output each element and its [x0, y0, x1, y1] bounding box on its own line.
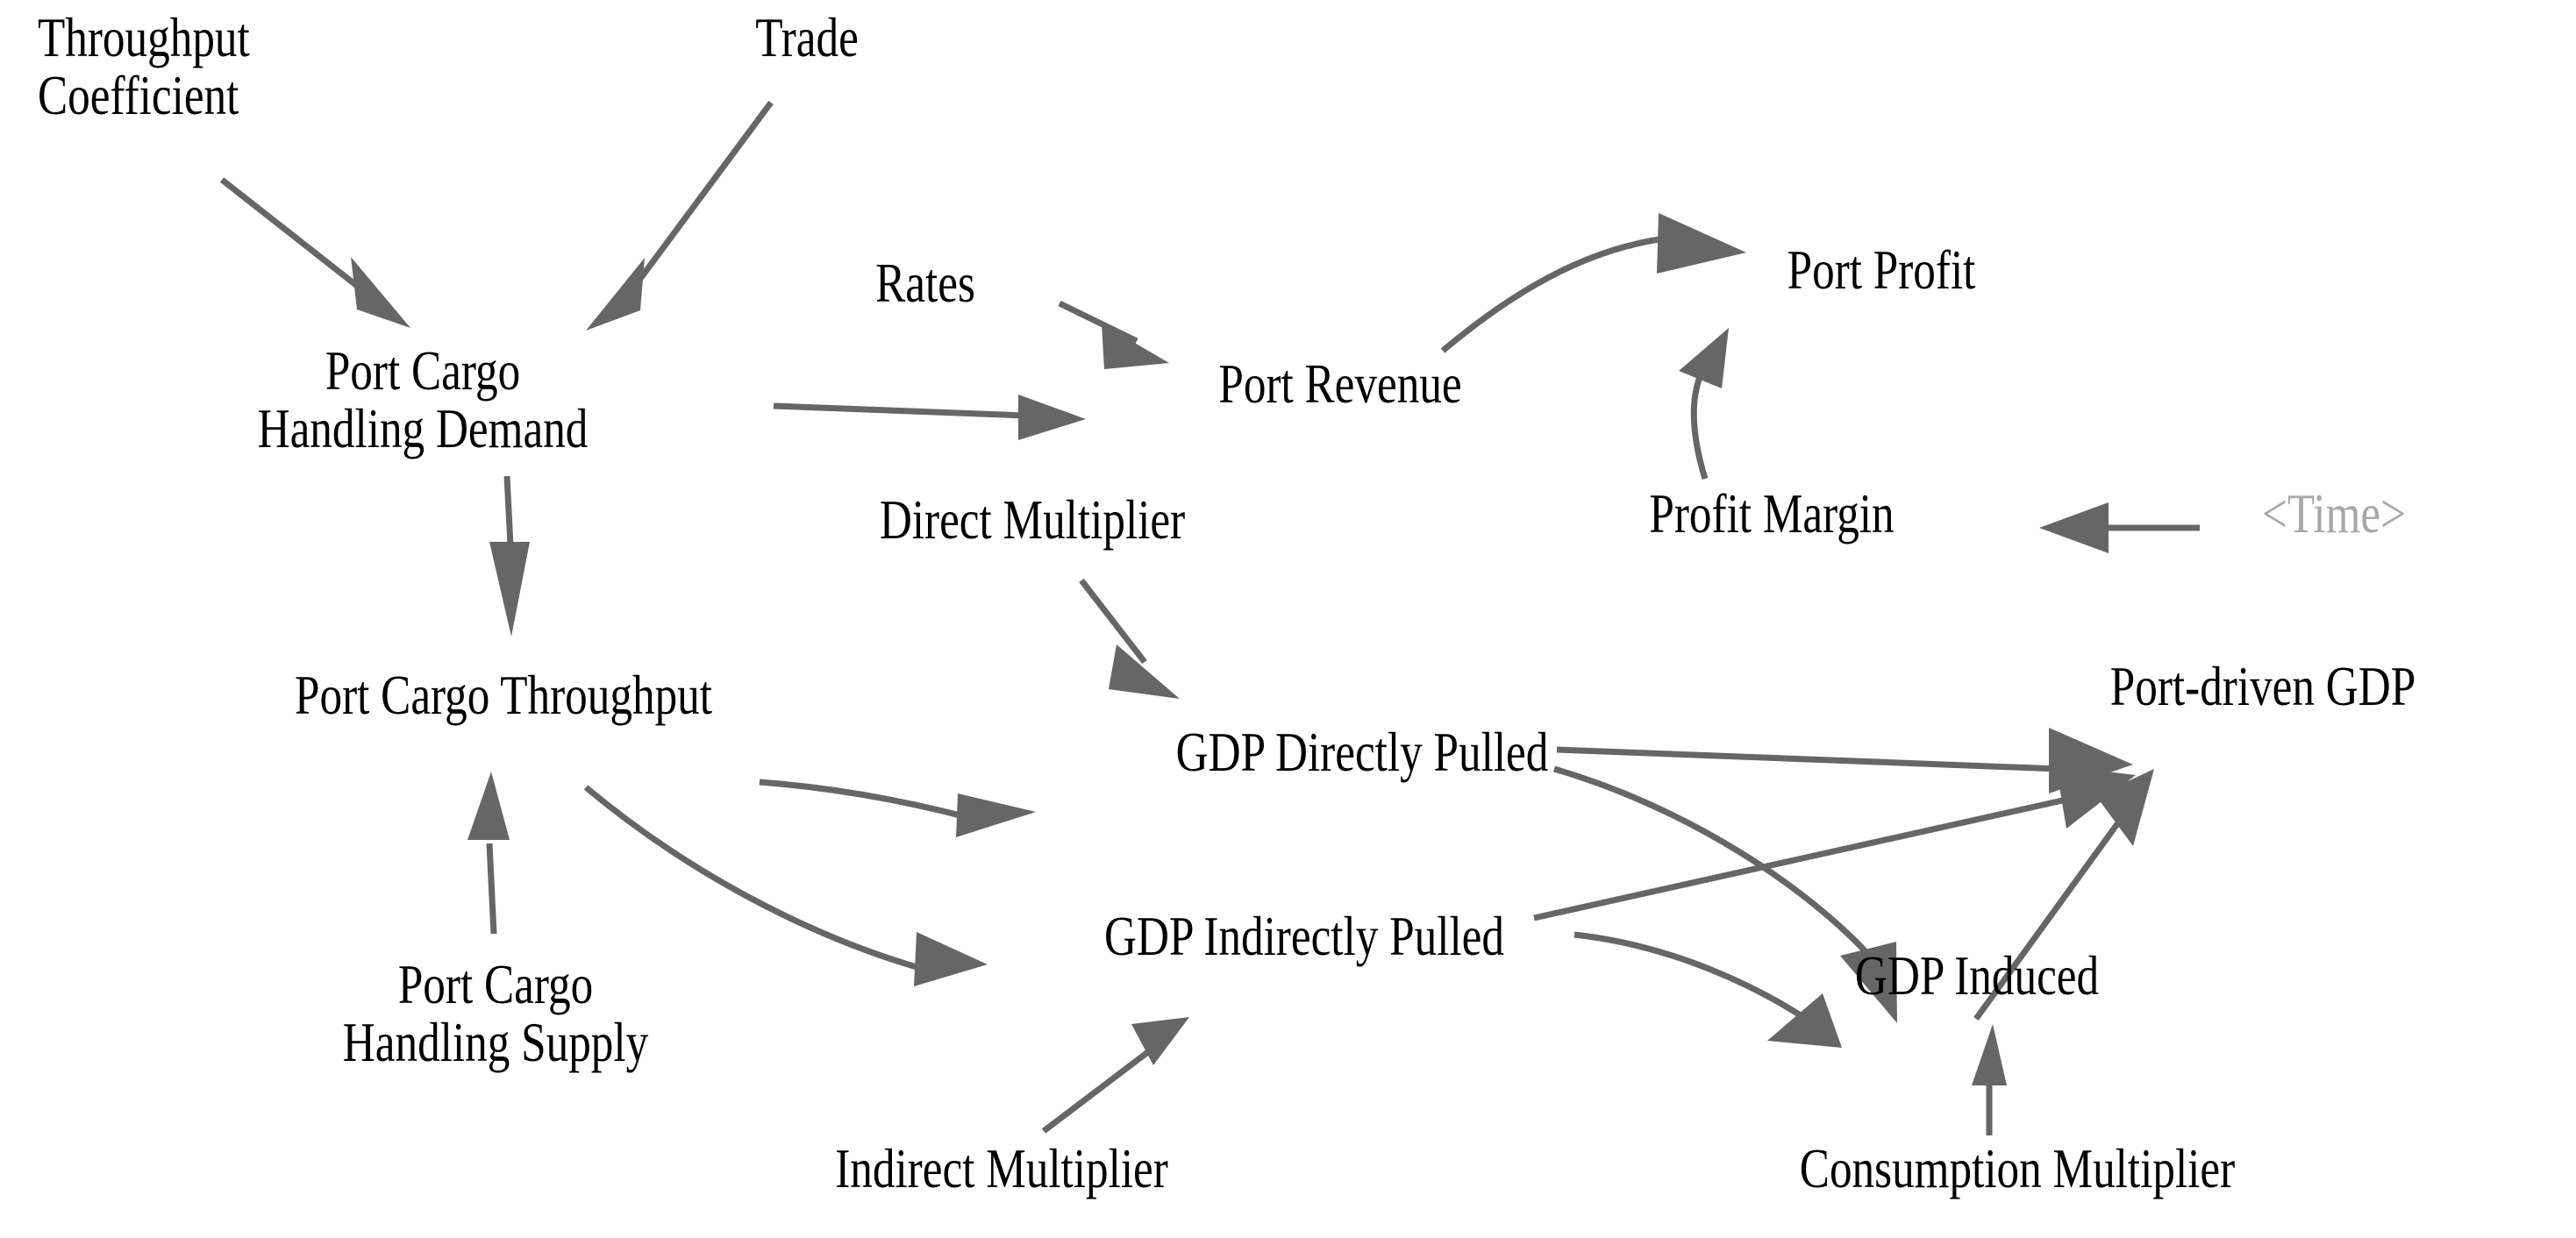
edge-port-revenue-to-port-profit[interactable]: [1440, 213, 1746, 353]
edge-consumption-multiplier-to-gdp-induced[interactable]: [1972, 1024, 2007, 1135]
node-gdp-induced[interactable]: GDP Induced: [1854, 944, 2100, 1007]
node-time-shadow-variable[interactable]: <Time>: [2262, 482, 2406, 544]
edge-rates-to-port-revenue[interactable]: [1058, 300, 1169, 369]
node-port-driven-gdp[interactable]: Port-driven GDP: [2109, 655, 2416, 717]
node-rates[interactable]: Rates: [875, 252, 975, 314]
edge-time-to-profit-margin[interactable]: [2039, 502, 2200, 553]
node-gdp-indirectly-pulled[interactable]: GDP Indirectly Pulled: [1104, 905, 1504, 967]
edge-demand-to-port-revenue[interactable]: [773, 395, 1086, 440]
node-port-revenue[interactable]: Port Revenue: [1218, 352, 1462, 415]
node-throughput-coefficient[interactable]: Throughput Coefficient: [38, 6, 250, 126]
node-port-profit[interactable]: Port Profit: [1787, 238, 1976, 301]
edge-throughput-coefficient-to-demand[interactable]: [219, 177, 410, 328]
edge-supply-to-throughput[interactable]: [467, 772, 510, 935]
edge-gdp-directly-pulled-to-gdp-induced[interactable]: [1553, 765, 1897, 1023]
edge-direct-multiplier-to-gdp-directly-pulled[interactable]: [1079, 578, 1180, 699]
node-profit-margin[interactable]: Profit Margin: [1649, 482, 1895, 544]
edge-indirect-multiplier-to-gdp-indirectly-pulled[interactable]: [1041, 1017, 1189, 1134]
edge-gdp-induced-to-port-driven-gdp[interactable]: [1973, 769, 2154, 1021]
edge-gdp-directly-pulled-to-port-driven-gdp[interactable]: [1556, 728, 2133, 793]
edge-throughput-to-gdp-directly-pulled[interactable]: [759, 779, 1036, 837]
node-gdp-directly-pulled[interactable]: GDP Directly Pulled: [1175, 721, 1549, 783]
node-port-cargo-handling-demand[interactable]: Port Cargo Handling Demand: [257, 339, 589, 459]
node-indirect-multiplier[interactable]: Indirect Multiplier: [835, 1137, 1168, 1199]
edge-trade-to-demand[interactable]: [586, 100, 774, 331]
edge-gdp-indirectly-pulled-to-port-driven-gdp[interactable]: [1533, 765, 2136, 921]
node-trade[interactable]: Trade: [755, 6, 859, 68]
node-port-cargo-throughput[interactable]: Port Cargo Throughput: [295, 664, 712, 726]
edge-profit-margin-to-port-profit[interactable]: [1679, 328, 1729, 480]
node-port-cargo-handling-supply[interactable]: Port Cargo Handling Supply: [342, 953, 649, 1073]
edge-demand-to-throughput[interactable]: [489, 475, 530, 637]
node-direct-multiplier[interactable]: Direct Multiplier: [879, 488, 1186, 551]
edge-throughput-to-gdp-indirectly-pulled[interactable]: [583, 785, 988, 986]
edge-gdp-indirectly-pulled-to-gdp-induced[interactable]: [1573, 931, 1842, 1048]
node-consumption-multiplier[interactable]: Consumption Multiplier: [1799, 1137, 2236, 1199]
